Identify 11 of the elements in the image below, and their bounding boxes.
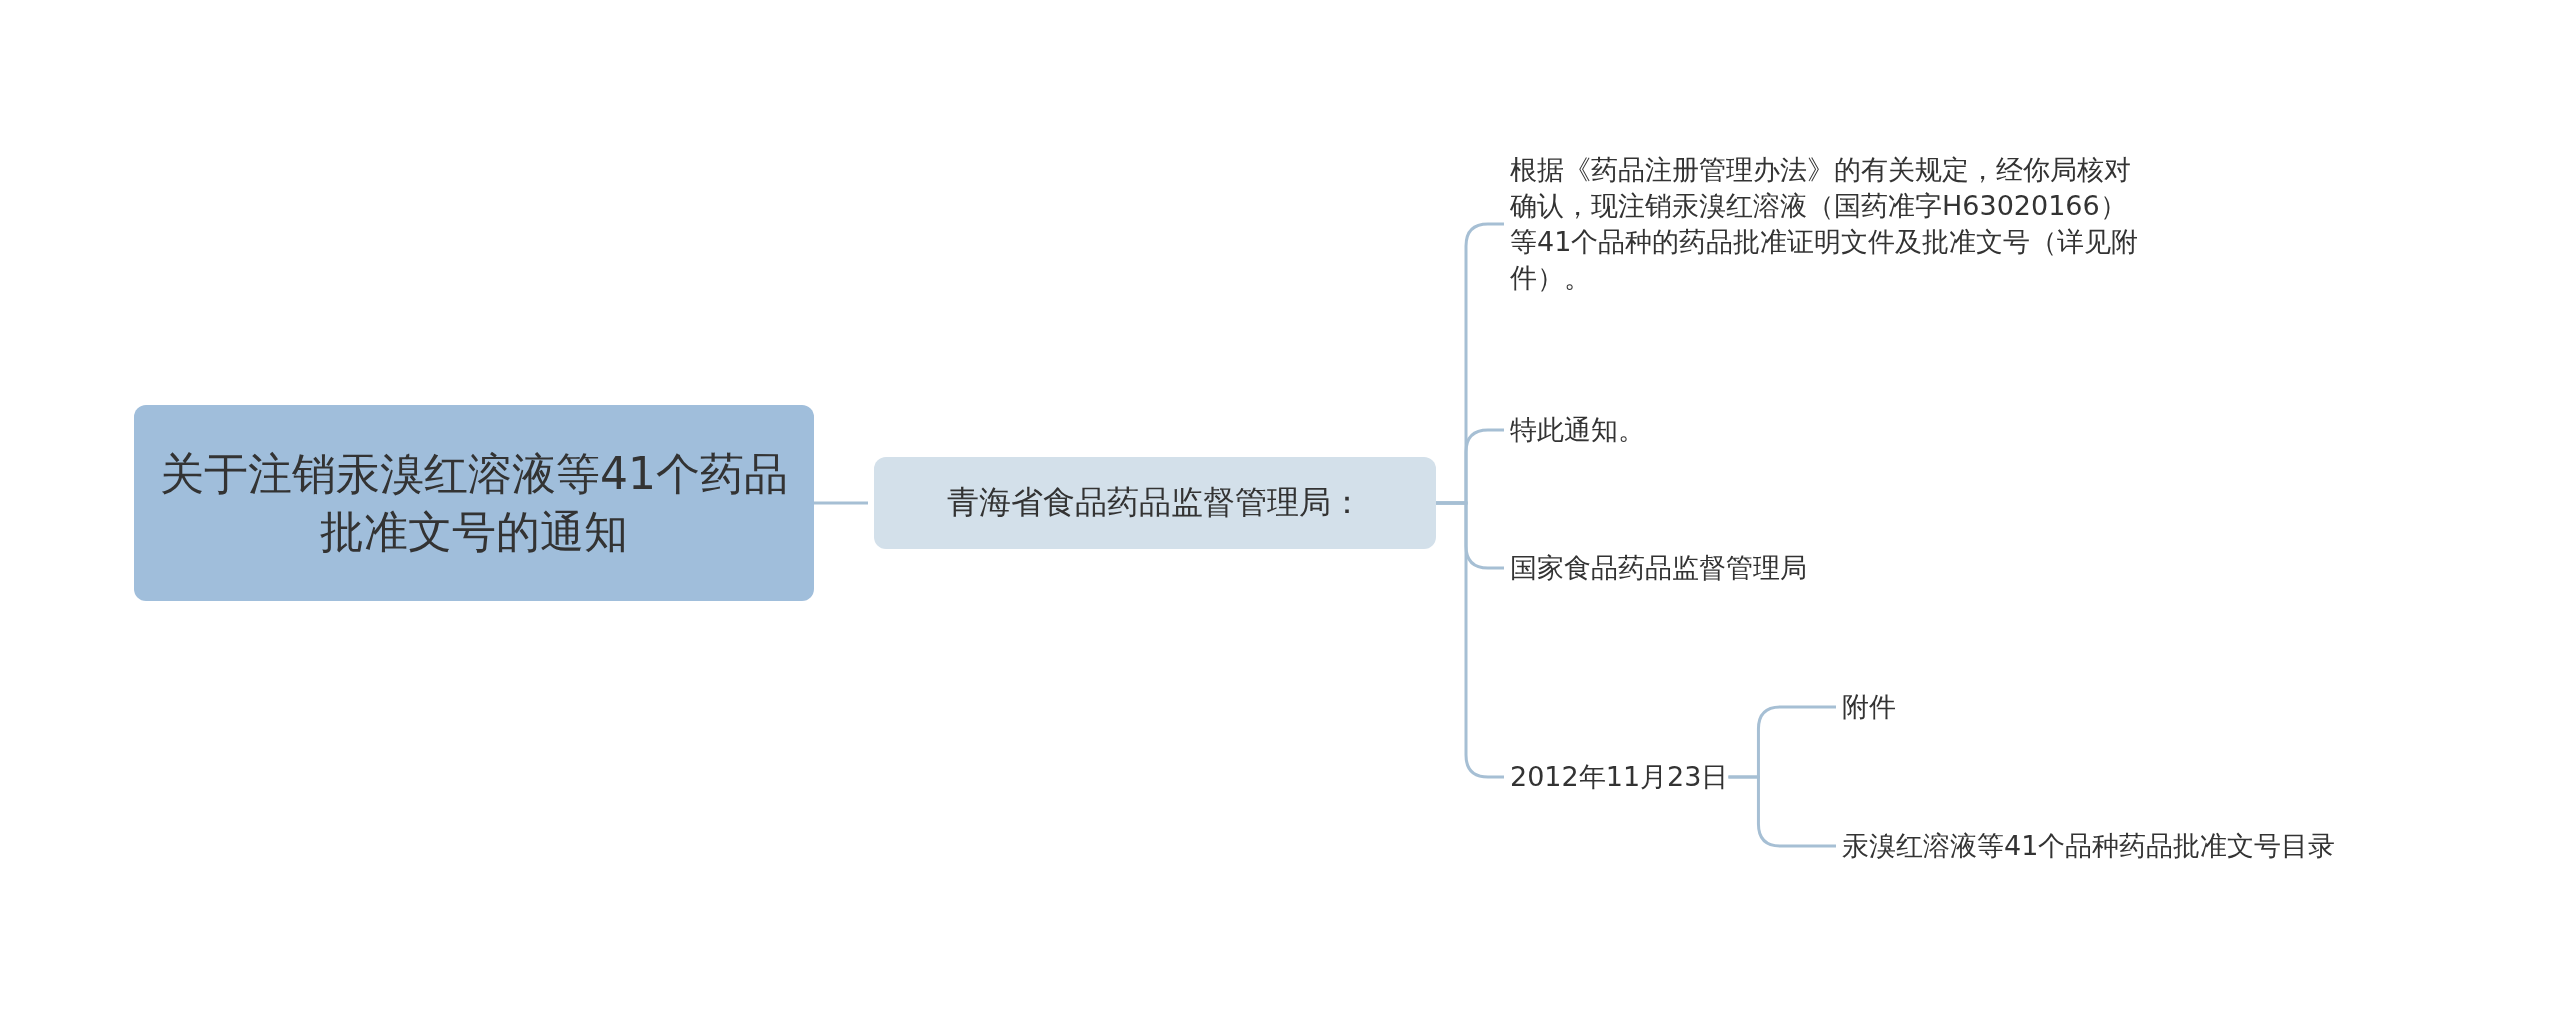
attachment-title-text: 汞溴红溶液等41个品种药品批准文号目录 bbox=[1842, 828, 2336, 864]
root-topic-box: 关于注销汞溴红溶液等41个药品批准文号的通知 bbox=[134, 405, 814, 601]
notice-text: 根据《药品注册管理办法》的有关规定，经你局核对确认，现注销汞溴红溶液（国药准字H63020166）等41个品种的药品批准证明文件及批准文号（详见附件）。 bbox=[1510, 152, 2150, 296]
signature-text: 国家食品药品监督管理局 bbox=[1510, 550, 1807, 586]
connector-line bbox=[814, 501, 868, 505]
topic-box: 青海省食品药品监督管理局： bbox=[874, 457, 1436, 549]
connector-line bbox=[1436, 501, 1504, 779]
connector-line bbox=[1728, 775, 1836, 848]
date-text: 2012年11月23日 bbox=[1510, 759, 1729, 795]
notice-text: 特此通知。 bbox=[1510, 412, 1645, 448]
attachment-text: 附件 bbox=[1842, 689, 1896, 725]
